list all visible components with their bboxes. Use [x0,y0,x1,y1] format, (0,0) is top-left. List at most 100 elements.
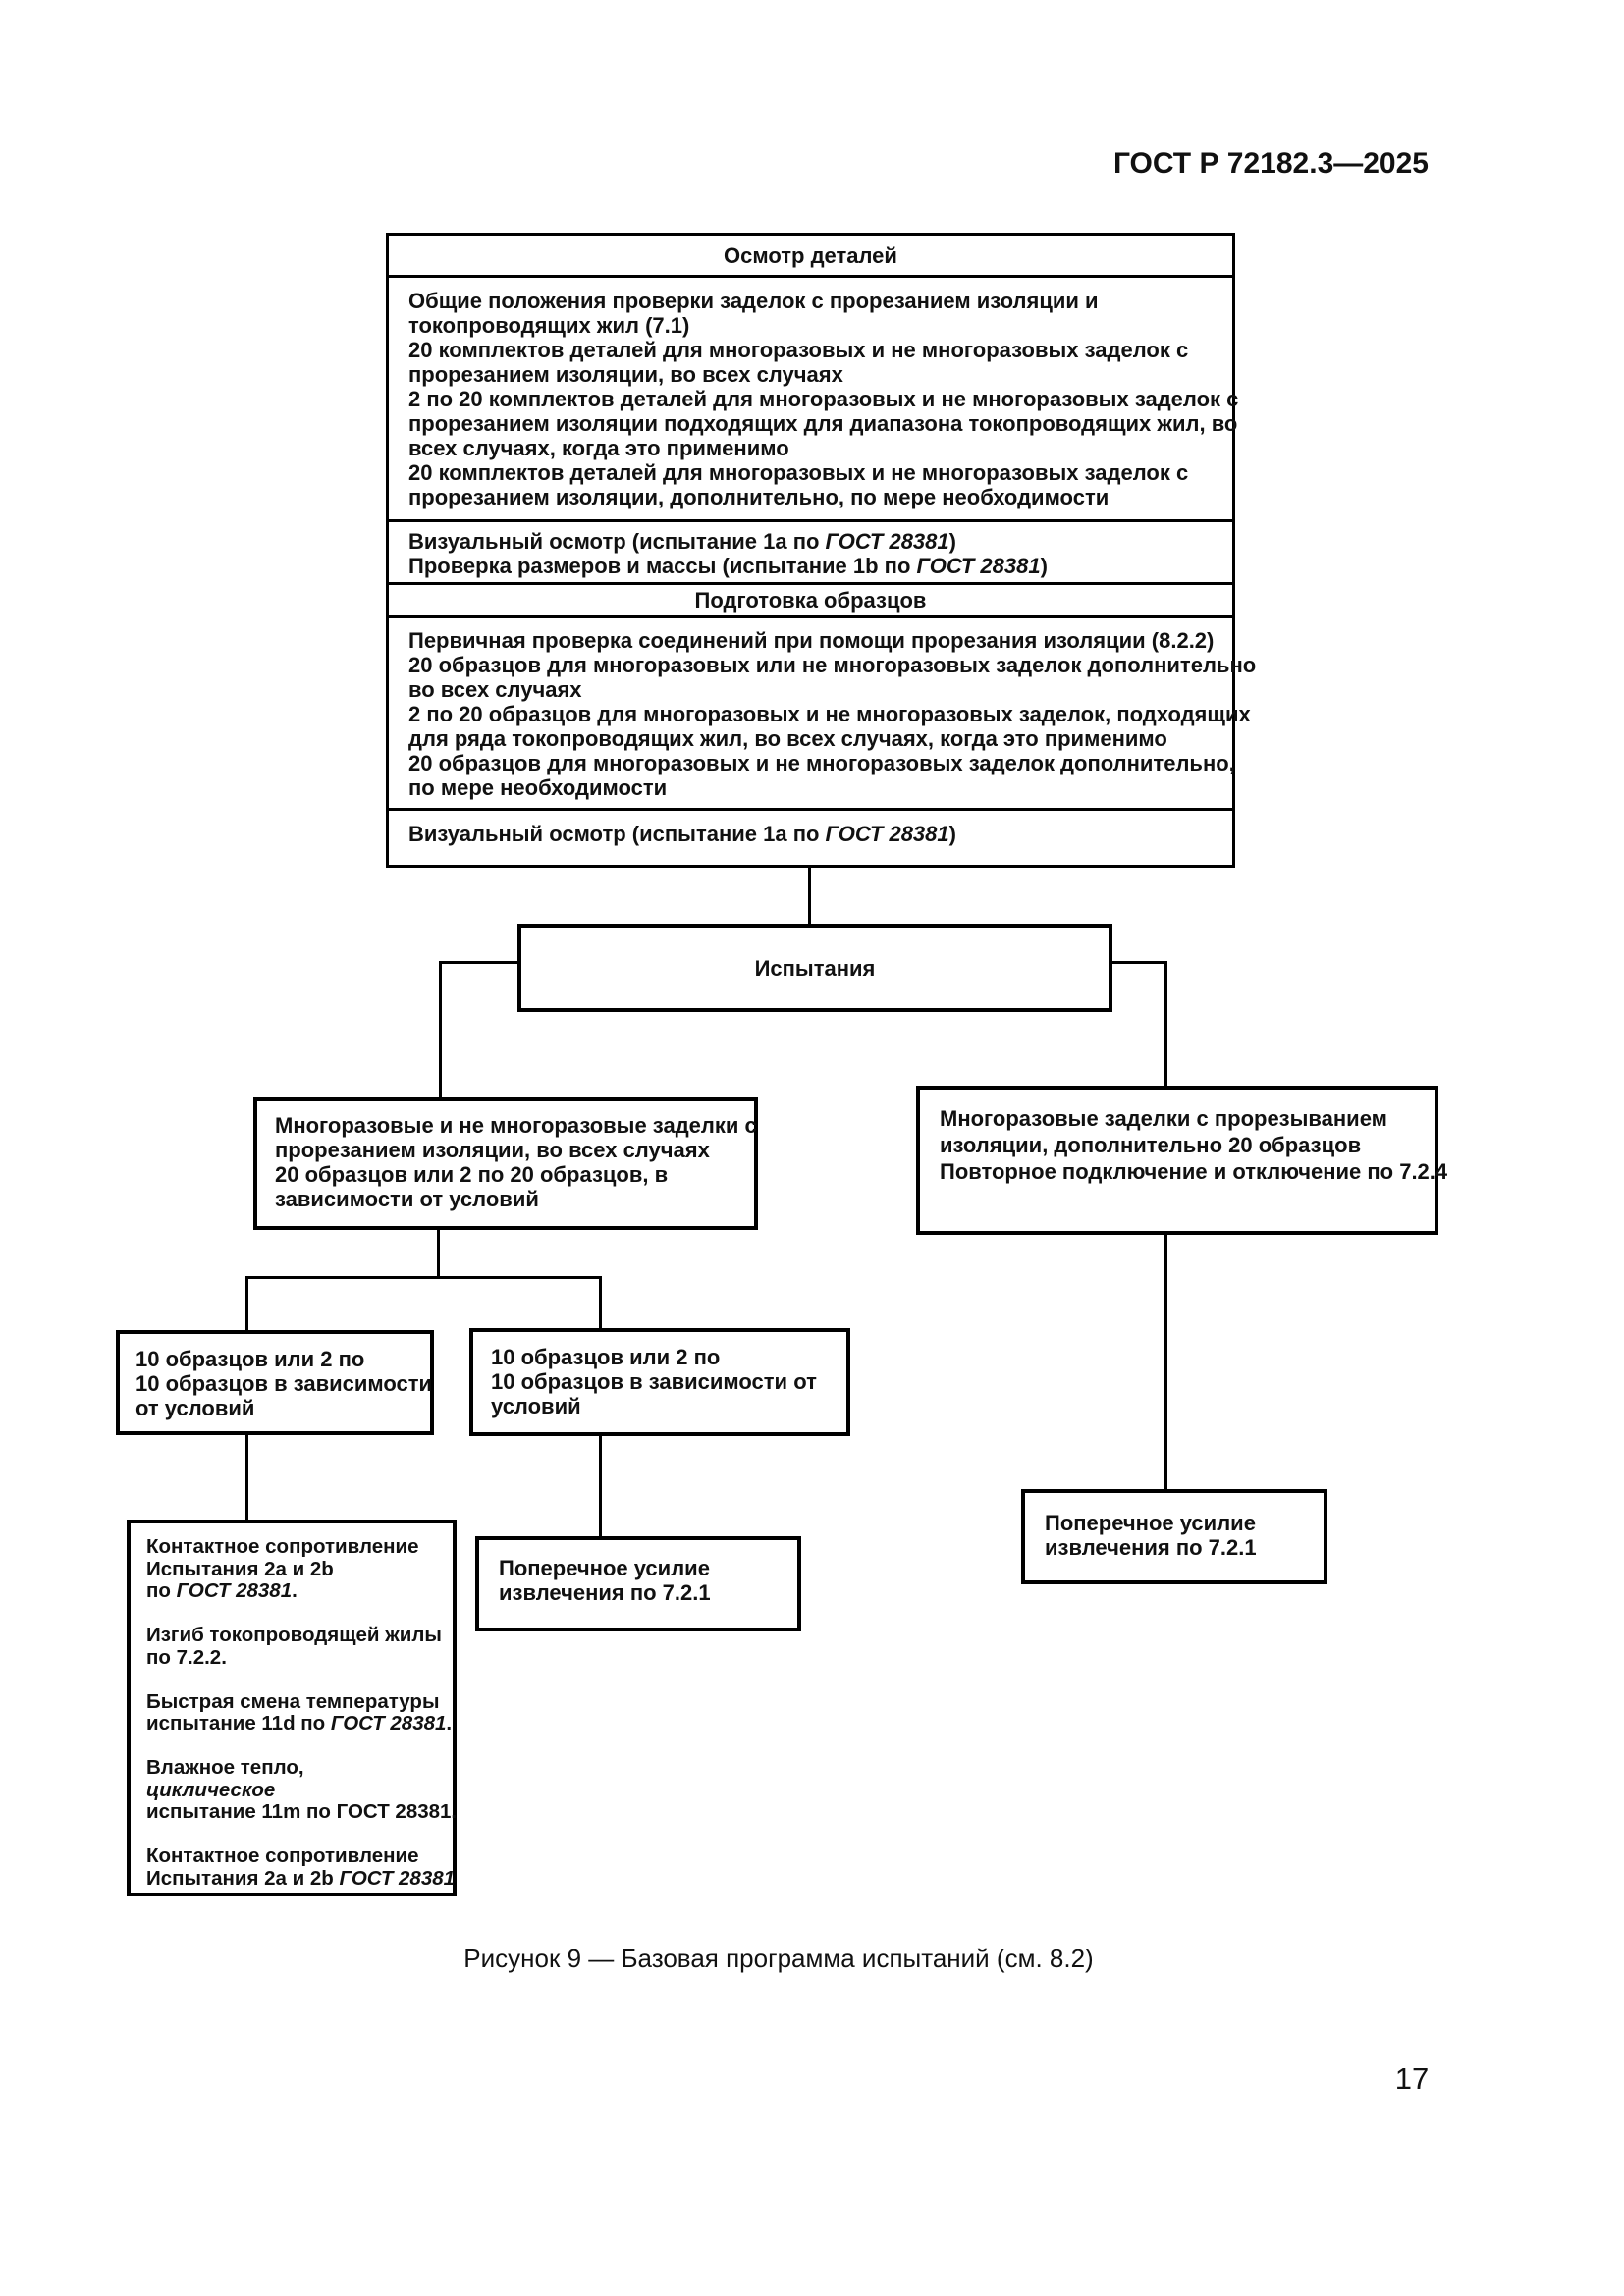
text-line: прорезанием изоляции, во всех случаях [408,362,843,387]
text-line: 10 образцов или 2 по [135,1347,365,1371]
connector-line [437,1230,440,1279]
connector-line [599,1276,602,1332]
text-line: во всех случаях [408,677,582,702]
italic-text: . [292,1579,298,1602]
page-number: 17 [1394,2061,1430,2096]
connector-line [808,868,811,924]
text-line: Влажное тепло, [146,1756,304,1779]
left-branch-box: Многоразовые и не многоразовые заделки с… [253,1097,758,1230]
inspection-block: Осмотр деталей Общие положения проверки … [386,233,1257,868]
connector-line [1112,961,1167,964]
sample-preparation-provisions: Первичная проверка соединений при помощи… [389,615,1257,808]
text-line: прорезанием изоляции, дополнительно, по … [408,485,1110,509]
italic-text: ) [948,822,956,846]
text-line: Визуальный осмотр (испытание 1a по ГОСТ … [408,822,1218,846]
sample-preparation-check: Визуальный осмотр (испытание 1a по ГОСТ … [389,808,1232,865]
text-line: Многоразовые заделки с прорезыванием [940,1106,1387,1131]
text-line: Контактное сопротивление [146,1535,419,1558]
text-line: 10 образцов в зависимости от [491,1369,817,1394]
text-line: по мере необходимости [408,775,668,800]
text-line: Повторное подключение и отключение по 7.… [940,1159,1448,1184]
inspection-checks: Визуальный осмотр (испытание 1a по ГОСТ … [389,519,1232,582]
italic-text: ГОСТ 28381 [176,1579,293,1602]
italic-text: по [146,1579,177,1602]
connector-line [245,1276,248,1332]
text-line: зависимости от условий [275,1187,539,1211]
text-line: испытание 11m по ГОСТ 28381. [146,1800,458,1823]
connector-line [1164,961,1167,1088]
text-line: Быстрая смена температуры [146,1689,440,1713]
text-line: прорезанием изоляции подходящих для диап… [408,411,1238,436]
tests-label: Испытания [754,955,876,981]
document-header-title: ГОСТ Р 72182.3—2025 [1112,147,1429,180]
italic-text: ГОСТ 28381 [916,554,1041,578]
connector-line [245,1435,248,1522]
text-line: по 7.2.2. [146,1645,227,1669]
text-line: прорезанием изоляции, во всех случаях [275,1138,710,1162]
italic-text: ГОСТ 28381 [825,529,949,554]
text-line: Проверка размеров и массы (испытание 1b … [408,554,1218,578]
sample-preparation-title: Подготовка образцов [389,582,1232,615]
italic-text: ГОСТ 28381 [330,1712,447,1735]
text-line: всех случаях, когда это применимо [408,436,789,460]
text-line: Визуальный осмотр (испытание 1a по ГОСТ … [408,529,1218,554]
italic-text: ГОСТ 28381 [339,1866,456,1890]
text-line: испытание 11d по ГОСТ 28381. [146,1712,452,1735]
italic-text: Визуальный осмотр (испытание 1a по [408,822,826,846]
text-line: 10 образцов в зависимости [135,1371,433,1396]
italic-text: ) [948,529,956,554]
text-line: для ряда токопроводящих жил, во всех слу… [408,726,1167,751]
text-line: Поперечное усилие [1045,1511,1256,1535]
text-line: по ГОСТ 28381. [146,1579,447,1603]
connector-line [439,961,517,964]
text-line: Изгиб токопроводящей жилы [146,1624,442,1646]
text-line: 20 комплектов деталей для многоразовых и… [408,338,1189,362]
text-line: 20 комплектов деталей для многоразовых и… [408,460,1189,485]
text-line: от условий [135,1396,255,1420]
text-line: циклическое [146,1778,447,1802]
figure-caption: Рисунок 9 — Базовая программа испытаний … [463,1944,1094,1973]
text-line [146,1603,447,1626]
italic-text: циклическое [146,1778,276,1801]
text-line: условий [491,1394,581,1418]
italic-text: Проверка размеров и массы (испытание 1b … [408,554,917,578]
connector-line [1164,1233,1167,1491]
italic-text: Испытания 2a и 2b [146,1866,340,1890]
italic-text: . [446,1712,453,1735]
italic-text: ) [1040,554,1048,578]
italic-text: ГОСТ 28381 [825,822,949,846]
text-line: извлечения по 7.2.1 [499,1580,711,1605]
text-line: 20 образцов для многоразовых или не мног… [408,653,1257,677]
text-line [146,1735,447,1758]
text-line: изоляции, дополнительно 20 образцов [940,1133,1362,1157]
text-line: токопроводящих жил (7.1) [408,313,690,338]
italic-text: испытание 11d по [146,1712,331,1735]
inspection-provisions: Общие положения проверки заделок с проре… [389,275,1239,519]
text-line: Поперечное усилие [499,1556,710,1580]
text-line [146,1824,447,1846]
connector-line [439,961,442,1099]
connector-line [599,1436,602,1538]
text-line: Первичная проверка соединений при помощи… [408,628,1215,653]
text-line: 10 образцов или 2 по [491,1345,721,1369]
text-line: Контактное сопротивление [146,1844,419,1867]
tests-box: Испытания [517,924,1112,1012]
text-line: Многоразовые и не многоразовые заделки с [275,1113,757,1138]
connector-line [245,1276,602,1279]
text-line: Общие положения проверки заделок с проре… [408,289,1099,313]
text-line [146,1669,447,1691]
text-line: 20 образцов для многоразовых и не многор… [408,751,1235,775]
text-line: Испытания 2a и 2b ГОСТ 28381 [146,1866,455,1891]
text-line: 20 образцов или 2 по 20 образцов, в [275,1162,669,1187]
text-line: 2 по 20 комплектов деталей для многоразо… [408,387,1239,411]
inspection-title: Осмотр деталей [724,242,897,268]
text-line: извлечения по 7.2.1 [1045,1535,1257,1560]
italic-text: Визуальный осмотр (испытание 1a по [408,529,826,554]
